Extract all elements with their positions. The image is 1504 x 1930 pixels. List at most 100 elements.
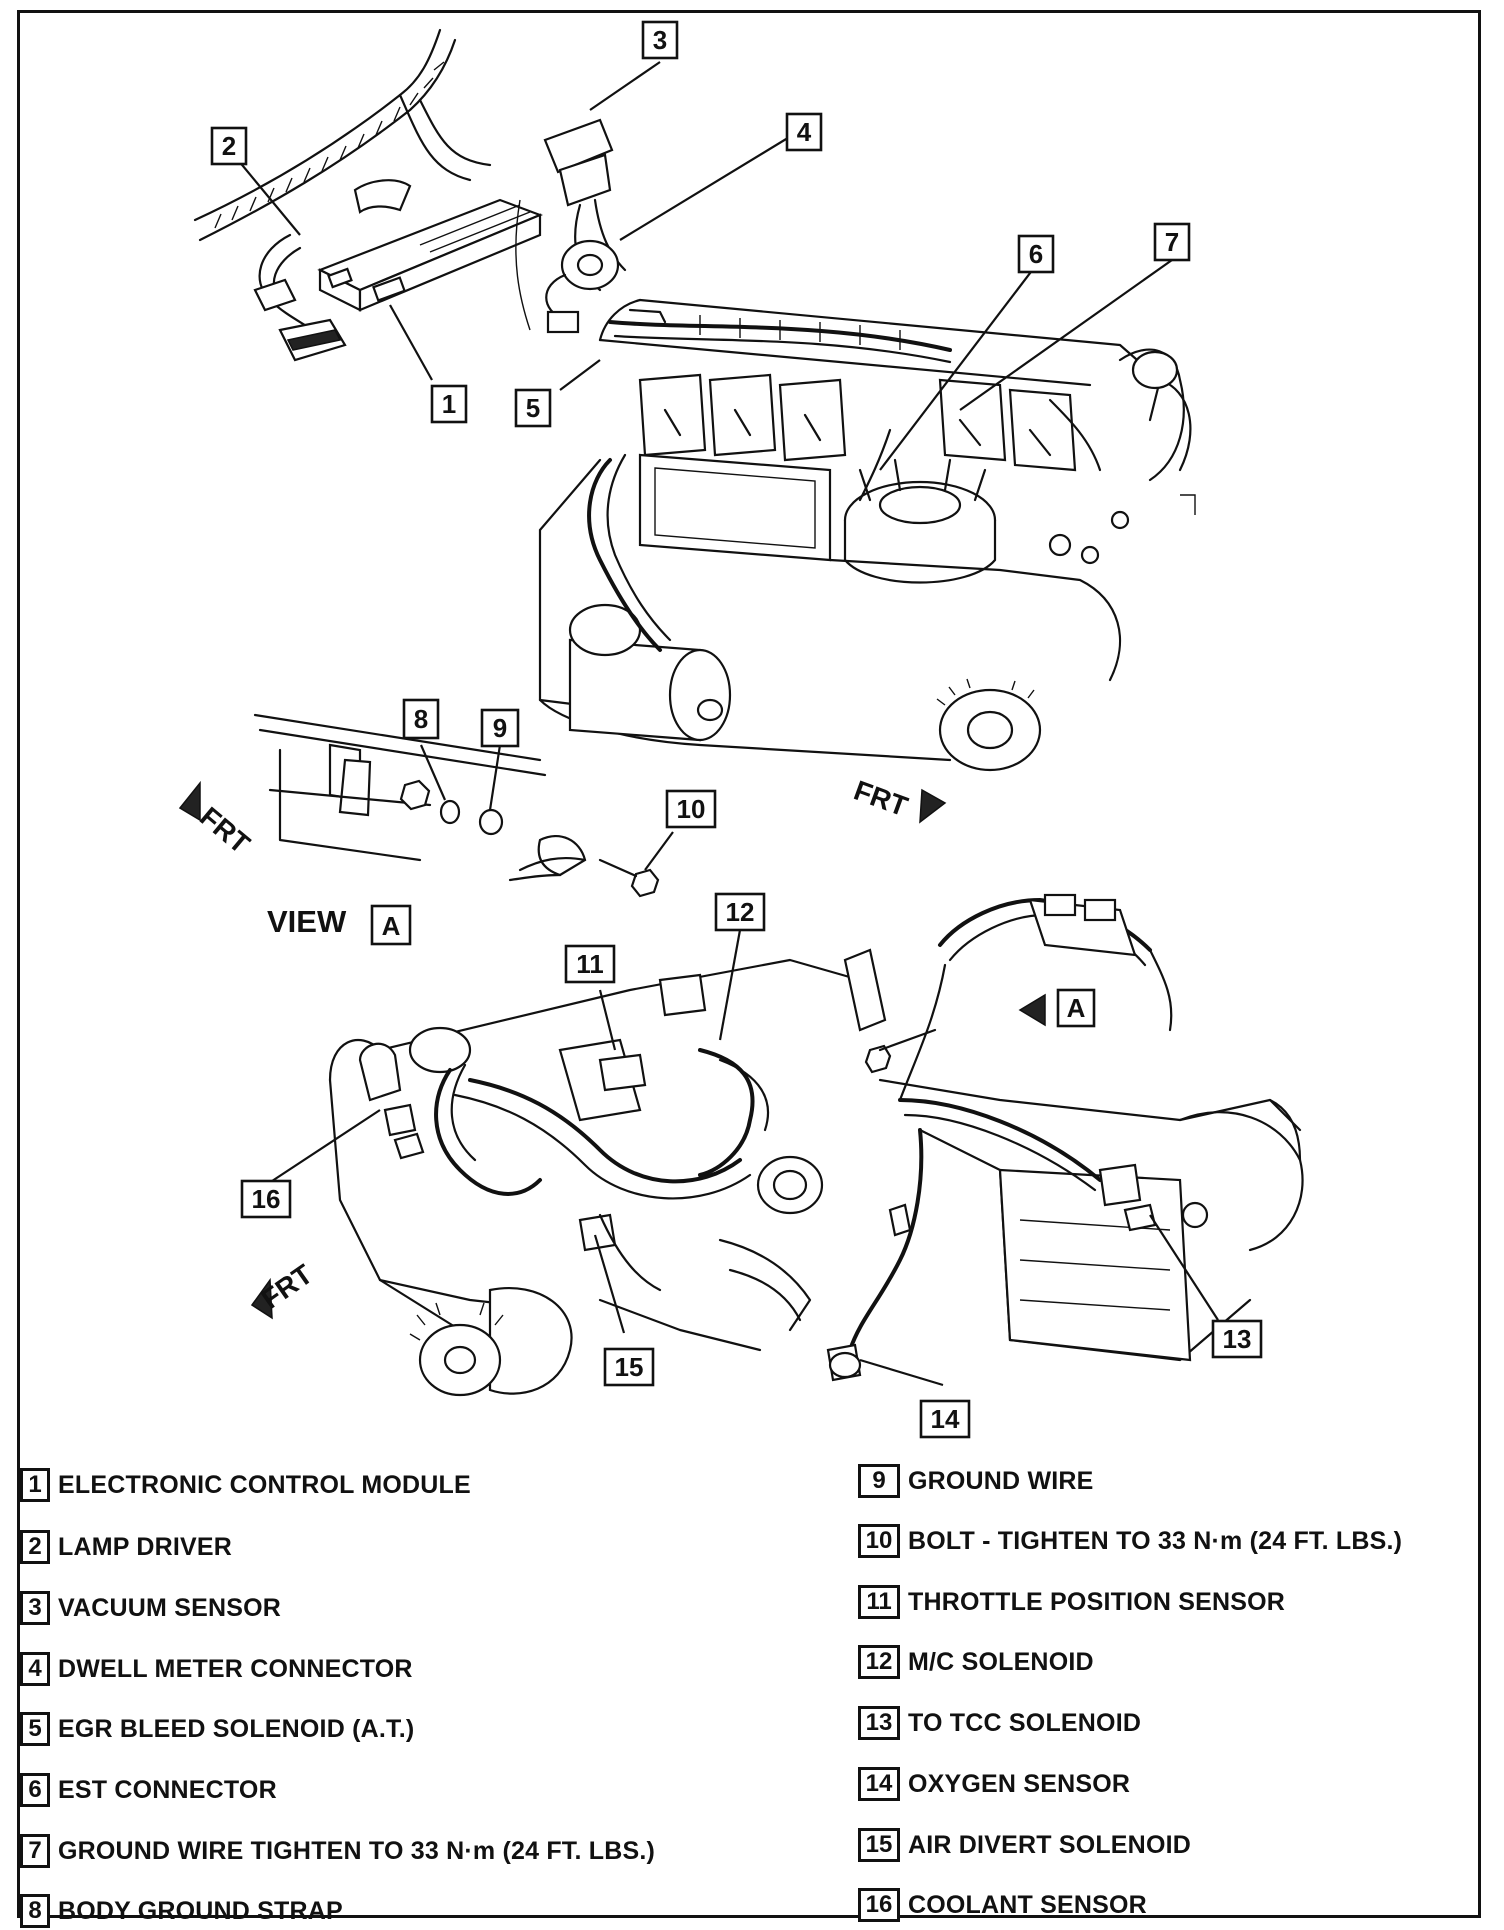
svg-text:13: 13 (1223, 1324, 1252, 1354)
callout-7: 7 (1153, 222, 1191, 262)
legend-number: 3 (20, 1591, 50, 1625)
legend-label: TO TCC SOLENOID (908, 1708, 1142, 1737)
legend-label: DWELL METER CONNECTOR (58, 1654, 413, 1683)
svg-text:5: 5 (526, 393, 540, 423)
ecm-module (253, 179, 543, 362)
legend-number: 7 (20, 1834, 50, 1868)
legend-number: 12 (858, 1645, 900, 1679)
legend-number: 8 (20, 1894, 50, 1928)
svg-text:6: 6 (1029, 239, 1043, 269)
legend-label: AIR DIVERT SOLENOID (908, 1830, 1191, 1859)
legend-number: 9 (858, 1464, 900, 1498)
legend-label: COOLANT SENSOR (908, 1890, 1147, 1919)
legend-item-7: 7 GROUND WIRE TIGHTEN TO 33 N·m (24 FT. … (20, 1832, 655, 1870)
vacuum-sensor-area (515, 118, 627, 334)
legend-label: GROUND WIRE (908, 1466, 1094, 1495)
legend-item-15: 15 AIR DIVERT SOLENOID (858, 1826, 1191, 1864)
svg-text:1: 1 (442, 389, 456, 419)
callout-8: 8 (402, 698, 440, 740)
legend-item-14: 14 OXYGEN SENSOR (858, 1765, 1130, 1803)
legend-number: 1 (20, 1468, 50, 1502)
legend-number: 16 (858, 1888, 900, 1922)
legend-item-13: 13 TO TCC SOLENOID (858, 1704, 1141, 1742)
svg-text:A: A (1067, 993, 1086, 1023)
legend-number: 2 (20, 1530, 50, 1564)
svg-text:VIEW: VIEW (267, 904, 347, 939)
engine-upper (538, 298, 1196, 772)
legend-label: GROUND WIRE TIGHTEN TO 33 N·m (24 FT. LB… (58, 1836, 656, 1865)
svg-text:FRT: FRT (850, 775, 912, 823)
legend-number: 5 (20, 1712, 50, 1746)
legend-label: EGR BLEED SOLENOID (A.T.) (58, 1714, 415, 1743)
view-a-label: VIEW A (267, 904, 412, 946)
svg-text:14: 14 (931, 1404, 960, 1434)
callout-12: 12 (714, 892, 766, 932)
legend-item-12: 12 M/C SOLENOID (858, 1643, 1094, 1681)
legend-item-1: 1 ELECTRONIC CONTROL MODULE (20, 1466, 471, 1504)
svg-text:8: 8 (414, 704, 428, 734)
legend-label: M/C SOLENOID (908, 1647, 1094, 1676)
legend-item-6: 6 EST CONNECTOR (20, 1771, 277, 1809)
frt-arrow-upper: FRT (850, 775, 947, 824)
transmission (826, 893, 1304, 1382)
legend-label: BODY GROUND STRAP (58, 1896, 343, 1925)
svg-text:16: 16 (252, 1184, 281, 1214)
legend-number: 4 (20, 1652, 50, 1686)
legend-item-11: 11 THROTTLE POSITION SENSOR (858, 1583, 1285, 1621)
callout-1: 1 (430, 384, 468, 424)
callout-15: 15 (603, 1347, 655, 1387)
svg-text:15: 15 (615, 1352, 644, 1382)
legend-number: 11 (858, 1585, 900, 1619)
callout-16: 16 (240, 1179, 292, 1219)
callout-14: 14 (919, 1399, 971, 1439)
harness-top-left (193, 28, 492, 242)
legend-label: LAMP DRIVER (58, 1532, 232, 1561)
frt-arrow-lower: FRT (250, 1258, 318, 1320)
legend-label: EST CONNECTOR (58, 1775, 277, 1804)
svg-text:9: 9 (493, 713, 507, 743)
legend-item-10: 10 BOLT - TIGHTEN TO 33 N·m (24 FT. LBS.… (858, 1522, 1402, 1560)
callout-3: 3 (641, 20, 679, 60)
legend-number: 10 (858, 1524, 900, 1558)
legend-label: THROTTLE POSITION SENSOR (908, 1587, 1286, 1616)
svg-text:3: 3 (653, 25, 667, 55)
svg-text:4: 4 (797, 117, 812, 147)
callout-5: 5 (514, 388, 552, 428)
callout-4: 4 (785, 112, 823, 152)
legend-number: 13 (858, 1706, 900, 1740)
legend-number: 15 (858, 1828, 900, 1862)
frt-arrow-view-a: FRT (178, 780, 256, 860)
legend-item-16: 16 COOLANT SENSOR (858, 1886, 1147, 1924)
view-a-detail (253, 713, 660, 898)
engine-lower (328, 948, 887, 1397)
svg-text:FRT: FRT (194, 801, 256, 860)
legend-number: 6 (20, 1773, 50, 1807)
svg-text:12: 12 (726, 897, 755, 927)
legend-item-9: 9 GROUND WIRE (858, 1462, 1094, 1500)
callout-2: 2 (210, 126, 248, 166)
svg-text:2: 2 (222, 131, 236, 161)
legend-number: 14 (858, 1767, 900, 1801)
legend-item-2: 2 LAMP DRIVER (20, 1528, 232, 1566)
legend-item-3: 3 VACUUM SENSOR (20, 1589, 281, 1627)
legend-label: BOLT - TIGHTEN TO 33 N·m (24 FT. LBS.) (908, 1526, 1403, 1555)
legend-item-4: 4 DWELL METER CONNECTOR (20, 1650, 413, 1688)
view-a-pointer: A (1018, 988, 1096, 1028)
callout-6: 6 (1017, 234, 1055, 274)
callouts: 1 2 3 4 5 6 7 8 9 10 11 12 13 14 15 16 (210, 20, 1263, 1439)
callout-13: 13 (1211, 1319, 1263, 1359)
svg-text:11: 11 (576, 949, 604, 979)
legend-label: VACUUM SENSOR (58, 1593, 281, 1622)
legend-item-8: 8 BODY GROUND STRAP (20, 1892, 343, 1930)
callout-10: 10 (665, 789, 717, 829)
legend-label: OXYGEN SENSOR (908, 1769, 1131, 1798)
svg-text:10: 10 (677, 794, 706, 824)
leader-lines (237, 61, 1219, 1387)
legend-label: ELECTRONIC CONTROL MODULE (58, 1470, 471, 1499)
callout-9: 9 (480, 708, 520, 748)
svg-text:A: A (382, 911, 401, 941)
callout-11: 11 (564, 944, 616, 984)
svg-text:7: 7 (1165, 227, 1179, 257)
legend-item-5: 5 EGR BLEED SOLENOID (A.T.) (20, 1710, 414, 1748)
